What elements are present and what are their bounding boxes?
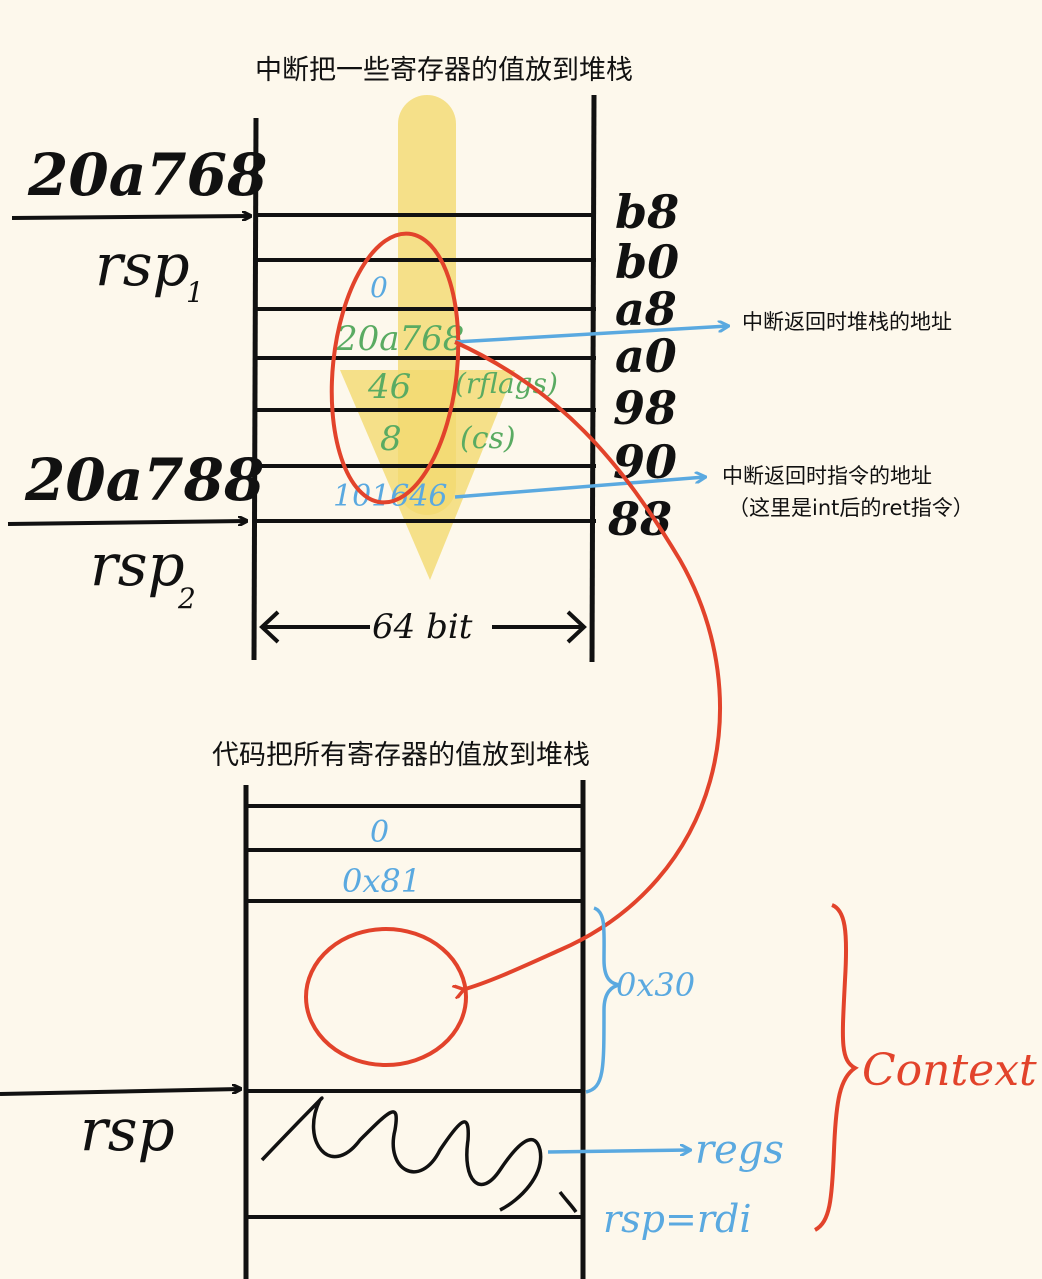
regs-arrow bbox=[547, 1150, 690, 1152]
top-stack-rows bbox=[256, 213, 596, 523]
top-stack-right-wall bbox=[589, 94, 597, 663]
offset-labels: b8 b0 a8 a0 98 90 88 bbox=[607, 185, 679, 546]
rsp1-label: rsp bbox=[95, 231, 190, 299]
stack-address-arrow bbox=[454, 326, 728, 344]
bottom-stack-rows bbox=[246, 804, 584, 1219]
cell-rflags-value: 46 bbox=[367, 367, 411, 407]
bottom-title: 代码把所有寄存器的值放到堆栈 bbox=[212, 740, 590, 771]
offset-a0: a0 bbox=[615, 329, 677, 383]
bottom-cell-vector: 0x81 bbox=[342, 862, 421, 900]
rsp1-arrow bbox=[11, 216, 250, 218]
rsp-equals-rdi: rsp=rdi bbox=[603, 1197, 751, 1241]
instruction-address-arrow bbox=[454, 477, 705, 499]
rsp2-subscript: 2 bbox=[177, 582, 196, 615]
rsp1-address: 20a768 bbox=[27, 141, 267, 209]
bottom-cell-zero: 0 bbox=[370, 815, 389, 850]
offset-b8: b8 bbox=[615, 185, 679, 239]
cell-cs-value: 8 bbox=[380, 419, 402, 459]
note-stack-address: 中断返回时堆栈的地址 bbox=[742, 310, 952, 334]
cell-zero: 0 bbox=[370, 271, 388, 304]
top-title: 中断把一些寄存器的值放到堆栈 bbox=[255, 55, 633, 86]
bottom-rsp-label: rsp bbox=[80, 1096, 175, 1164]
size-brace-label: 0x30 bbox=[616, 966, 695, 1004]
frame-copy-ellipse bbox=[304, 927, 468, 1067]
note-instruction-address-line2: （这里是int后的ret指令） bbox=[728, 496, 974, 520]
offset-a8: a8 bbox=[615, 282, 677, 336]
context-label: Context bbox=[862, 1045, 1037, 1096]
rsp2-arrow bbox=[7, 521, 246, 524]
rsp1-subscript: 1 bbox=[186, 276, 204, 309]
saved-registers-scribble bbox=[260, 1096, 578, 1213]
rsp2-address: 20a788 bbox=[24, 446, 264, 514]
offset-b0: b0 bbox=[615, 235, 679, 289]
interrupt-frame-ellipse bbox=[329, 231, 461, 505]
regs-label: regs bbox=[695, 1127, 784, 1173]
width-label: 64 bit bbox=[372, 607, 473, 647]
offset-98: 98 bbox=[613, 381, 677, 435]
note-instruction-address-line1: 中断返回时指令的地址 bbox=[722, 464, 932, 488]
top-stack-left-wall bbox=[251, 117, 259, 661]
cell-return-rip: 101646 bbox=[333, 479, 448, 514]
frame-link-arrow bbox=[455, 340, 722, 990]
bottom-rsp-arrow bbox=[0, 1089, 240, 1096]
rsp2-label: rsp bbox=[90, 531, 185, 599]
cell-cs-note: (cs) bbox=[460, 421, 516, 456]
size-brace bbox=[585, 906, 621, 1094]
context-brace bbox=[813, 903, 859, 1232]
width-indicator bbox=[259, 610, 587, 644]
cell-return-rsp: 20a768 bbox=[335, 319, 464, 359]
